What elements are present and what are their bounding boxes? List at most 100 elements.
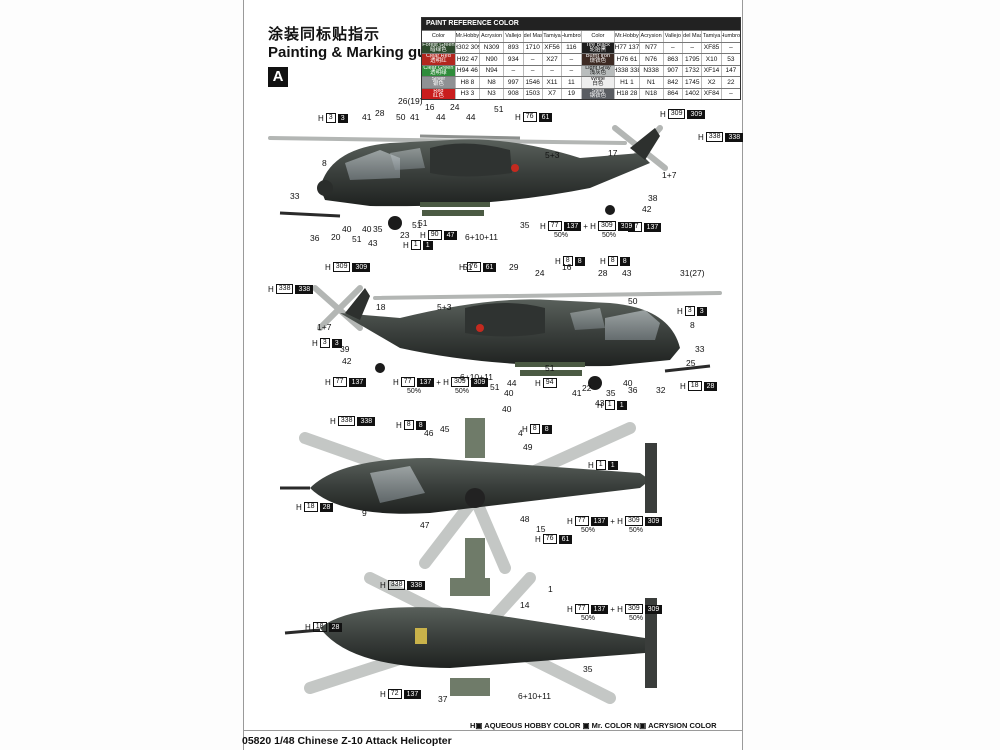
- side-view-right: [312, 285, 722, 390]
- paint-table-cell: H1 1: [615, 77, 640, 88]
- part-number-label: 16: [562, 262, 572, 272]
- part-number-label: 46: [424, 428, 434, 438]
- part-number-label: 8: [690, 320, 695, 330]
- paint-table-cell: –: [683, 42, 703, 53]
- paint-table-cell: N8: [480, 77, 505, 88]
- paint-table-cell: X11: [543, 77, 563, 88]
- part-number-label: 16: [425, 102, 435, 112]
- part-number-label: 36: [628, 385, 638, 395]
- title-chinese: 涂装同标贴指示: [268, 26, 381, 43]
- paint-table-cell: 908: [504, 88, 524, 99]
- paint-table-cell: N90: [480, 54, 505, 65]
- part-number-label: 35: [583, 664, 593, 674]
- paint-table-cell: 1732: [683, 65, 703, 76]
- paint-table-header-cell: Model Master: [524, 31, 543, 42]
- part-number-label: 23: [400, 230, 410, 240]
- paint-table-cell: 1402: [683, 88, 703, 99]
- paint-table-row: Forest Green暗绿色H302 309N3098931710XF5611…: [422, 41, 740, 53]
- paint-table-cell: XF85: [702, 42, 722, 53]
- part-number-label: 17: [608, 148, 618, 158]
- paint-table-cell: 1710: [524, 42, 543, 53]
- part-number-label: 33: [695, 344, 705, 354]
- part-number-label: 41: [572, 388, 582, 398]
- side-view-left: [268, 125, 668, 230]
- paint-table-cell: 1795: [683, 54, 703, 65]
- paint-table-cell: N94: [480, 65, 505, 76]
- paint-table-cell: 22: [727, 78, 735, 86]
- mix-percent: 50%: [629, 527, 644, 534]
- sheet-bottom-border: [243, 730, 743, 731]
- part-number-label: 44: [507, 378, 517, 388]
- paint-table-cell: H77 137: [615, 42, 640, 53]
- mix-percent: 50%: [554, 232, 569, 239]
- paint-table-cell: H3 3: [456, 88, 480, 99]
- paint-table-cell: 842: [664, 77, 684, 88]
- part-number-label: 35: [606, 388, 616, 398]
- paint-table-cell: N309: [480, 42, 505, 53]
- part-number-label: 29: [509, 262, 519, 272]
- part-number-label: 31(27): [680, 268, 705, 278]
- part-number-label: 26(19): [398, 96, 423, 106]
- part-number-label: 22: [582, 383, 592, 393]
- paint-table-header-cell: Acrysion: [640, 31, 664, 42]
- footer-title: 05820 1/48 Chinese Z-10 Attack Helicopte…: [242, 735, 452, 747]
- paint-table-cell: 997: [504, 77, 524, 88]
- part-number-label: 20: [331, 232, 341, 242]
- part-number-label: 35: [520, 220, 530, 230]
- part-number-label: 37: [438, 694, 448, 704]
- part-number-label: 6+10+11: [518, 691, 551, 701]
- part-number-label: 41: [410, 112, 420, 122]
- part-number-label: 41: [362, 112, 372, 122]
- paint-table-cell: X10: [702, 54, 722, 65]
- part-number-label: 51: [352, 234, 362, 244]
- paint-table-cell: 53: [727, 55, 735, 63]
- part-number-label: 40: [502, 404, 512, 414]
- paint-table-cell: –: [543, 65, 563, 76]
- part-number-label: 8: [322, 158, 327, 168]
- part-number-label: 14: [520, 600, 530, 610]
- part-number-label: 51: [412, 220, 422, 230]
- part-number-label: 28: [598, 268, 608, 278]
- top-view: [280, 418, 657, 578]
- paint-table-cell: XF84: [702, 88, 722, 99]
- part-number-label: 51: [418, 218, 428, 228]
- part-number-label: 36: [310, 233, 320, 243]
- part-number-label: 40: [342, 224, 352, 234]
- paint-table-header-cell: Humbrol: [562, 31, 582, 42]
- part-number-label: 43: [622, 268, 632, 278]
- paint-table-cell: –: [524, 65, 543, 76]
- paint-table-cell: N3: [480, 88, 505, 99]
- paint-table-cell: X27: [543, 54, 563, 65]
- paint-table-cell: 19: [562, 88, 582, 99]
- paint-table-header-cell: Vallejo: [504, 31, 524, 42]
- paint-table-cell: –: [562, 65, 582, 76]
- paint-table-cell: N18: [640, 88, 664, 99]
- part-number-label: 24: [535, 268, 545, 278]
- title-english: Painting & Marking guide: [268, 44, 449, 61]
- paint-table-cell: 893: [504, 42, 524, 53]
- paint-table-cell: 864: [664, 88, 684, 99]
- paint-table-cell: 1546: [524, 77, 543, 88]
- paint-table-cell: 11: [562, 77, 582, 88]
- part-number-label: 50: [396, 112, 406, 122]
- paint-table-cell: –: [524, 54, 543, 65]
- part-number-label: 44: [436, 112, 446, 122]
